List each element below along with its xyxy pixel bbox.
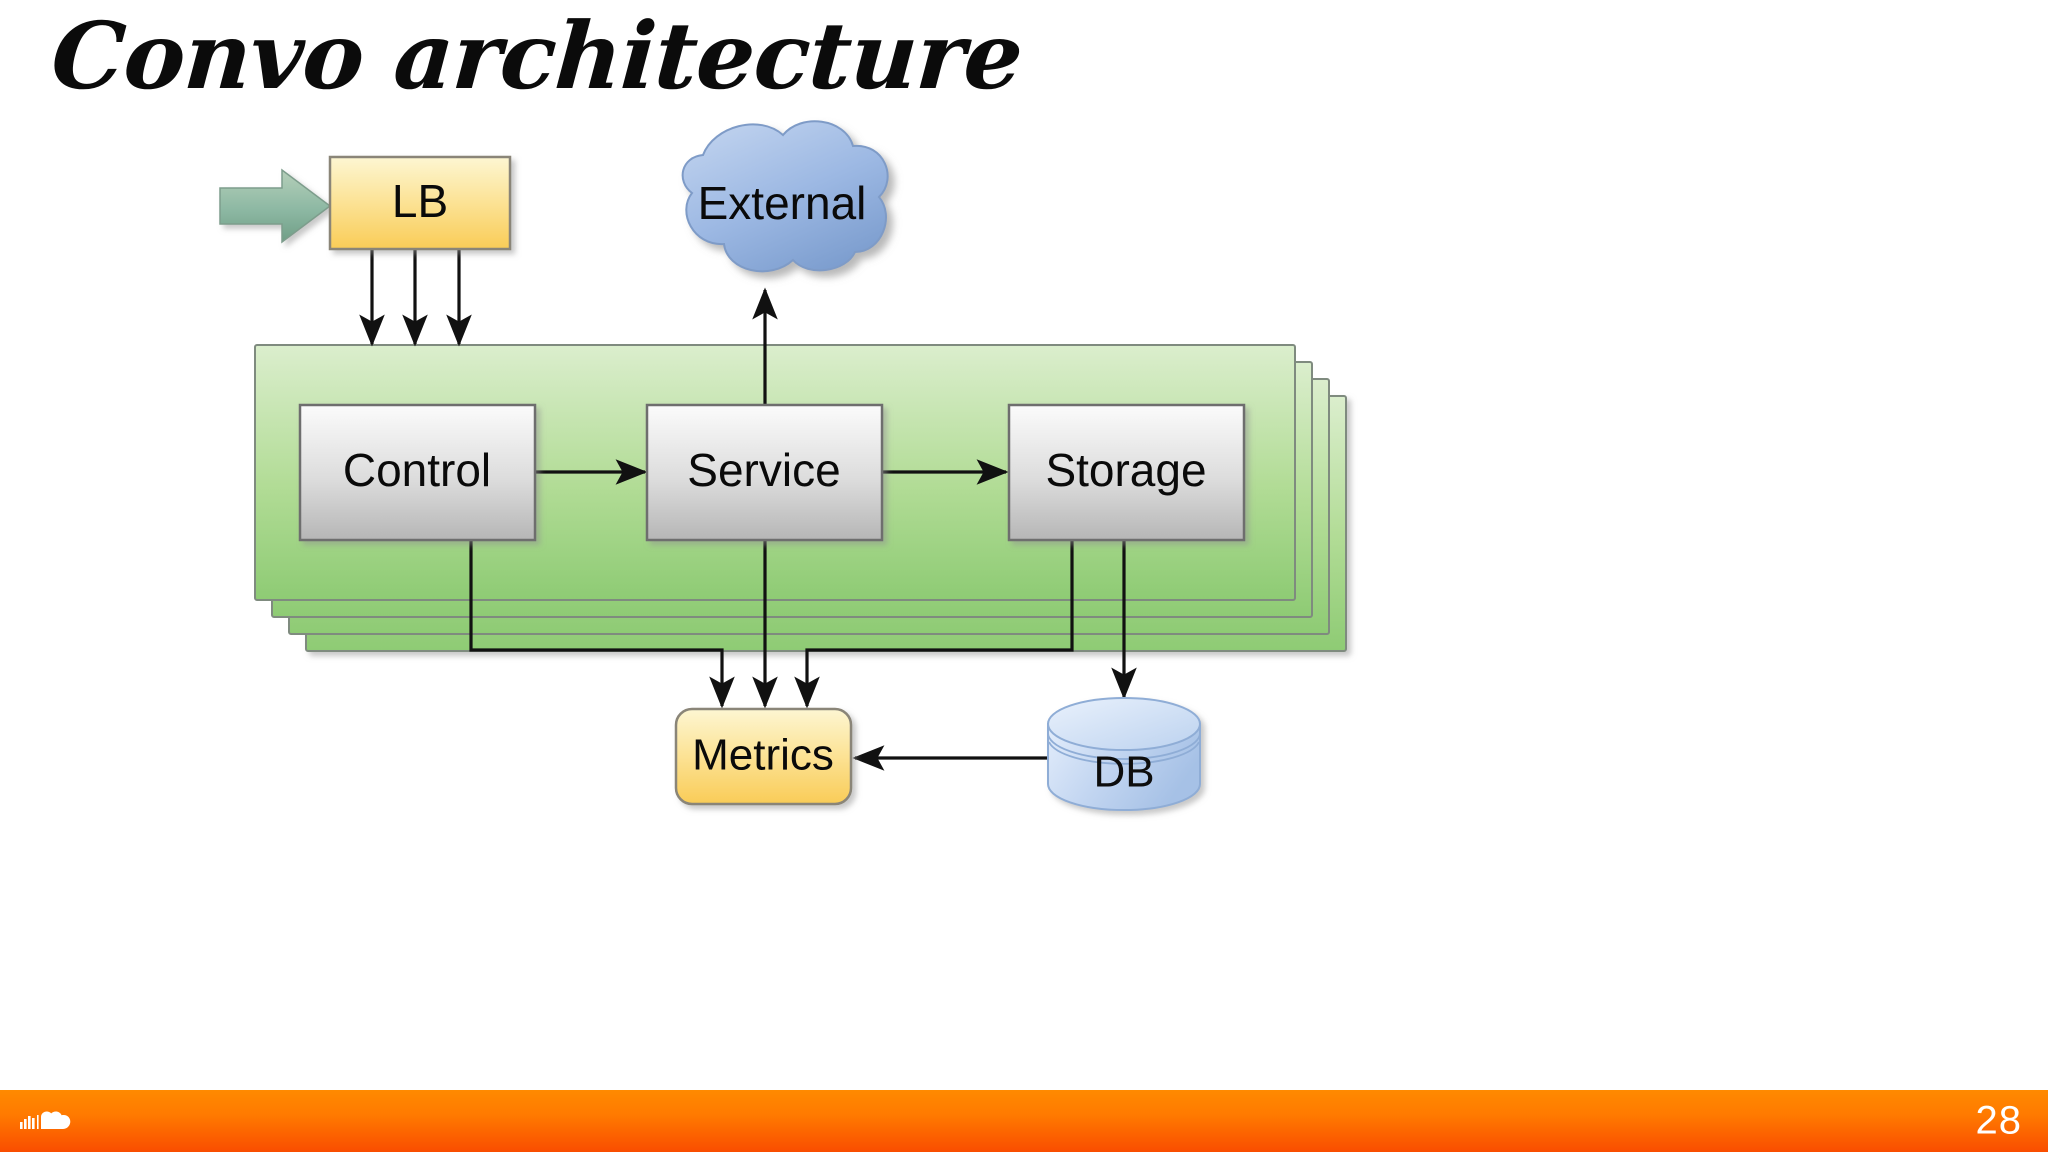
node-storage[interactable]: Storage xyxy=(1007,403,1246,542)
connector-lines xyxy=(359,249,1137,771)
node-external-label: External xyxy=(698,177,867,229)
footer-bar: 28 xyxy=(0,1090,2048,1152)
node-lb-label: LB xyxy=(392,175,448,227)
node-lb[interactable]: LB xyxy=(328,155,512,251)
node-storage-label: Storage xyxy=(1045,444,1206,496)
db-ring-1 xyxy=(1047,732,1201,760)
node-service-label: Service xyxy=(687,444,840,496)
db-ring-2 xyxy=(1048,741,1200,765)
page-number: 28 xyxy=(1975,1098,2022,1143)
node-metrics[interactable]: Metrics xyxy=(674,707,853,806)
node-external[interactable]: External xyxy=(681,120,889,273)
edge-storage-metrics xyxy=(794,540,1074,709)
ingress-arrow xyxy=(219,168,332,244)
node-metrics-label: Metrics xyxy=(692,731,834,780)
node-db-label: DB xyxy=(1093,748,1154,797)
node-service[interactable]: Service xyxy=(645,403,884,542)
node-control[interactable]: Control xyxy=(298,403,537,542)
soundcloud-logo xyxy=(20,1111,71,1129)
architecture-diagram: LB External Control Service Storage Metr… xyxy=(219,120,1347,811)
node-control-label: Control xyxy=(343,444,491,496)
edge-control-metrics xyxy=(469,540,735,709)
node-db[interactable]: DB xyxy=(1047,697,1201,811)
